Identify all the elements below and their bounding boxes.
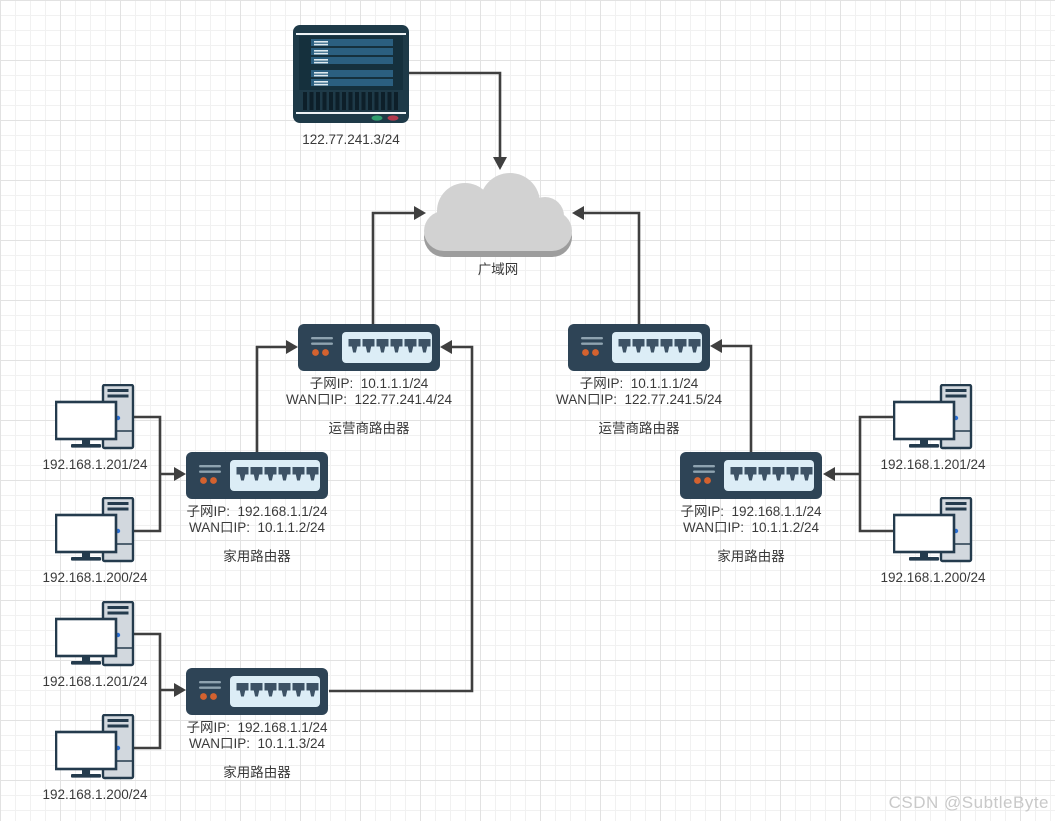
computer-ip-label: 192.168.1.200/24 (42, 787, 148, 802)
computer-icon (55, 384, 135, 450)
router-name: 家用路由器 (223, 765, 291, 780)
router-wan-ip: WAN口IP: 10.1.1.2/24 (682, 520, 820, 535)
isp-router-left-node: 子网IP: 10.1.1.1/24 WAN口IP: 122.77.241.4/2… (254, 324, 484, 437)
router-icon (298, 324, 440, 371)
router-name: 家用路由器 (717, 549, 785, 564)
computer-node: 192.168.1.200/24 (35, 497, 155, 586)
computer-ip-label: 192.168.1.200/24 (880, 570, 986, 585)
router-subnet-ip: 子网IP: 192.168.1.1/24 (186, 720, 328, 735)
link-ispright-cloud (583, 211, 641, 324)
computer-icon (55, 601, 135, 667)
router-subnet-ip: 子网IP: 192.168.1.1/24 (680, 504, 822, 519)
computer-node: 192.168.1.201/24 (35, 601, 155, 690)
csdn-watermark: CSDN @SubtleByte (888, 793, 1049, 812)
computer-ip-label: 192.168.1.201/24 (880, 457, 986, 472)
server-ip-label: 122.77.241.3/24 (302, 132, 400, 147)
router-icon (186, 668, 328, 715)
computer-ip-label: 192.168.1.201/24 (42, 674, 148, 689)
router-name: 运营商路由器 (328, 421, 410, 436)
server-node: 122.77.241.3/24 (287, 25, 415, 148)
router-icon (568, 324, 710, 371)
router-wan-ip: WAN口IP: 122.77.241.5/24 (555, 392, 723, 407)
computer-icon (893, 384, 973, 450)
link-server-cloud (407, 71, 502, 158)
router-name: 家用路由器 (223, 549, 291, 564)
router-wan-ip: WAN口IP: 10.1.1.3/24 (188, 736, 326, 751)
computer-node: 192.168.1.201/24 (873, 384, 993, 473)
home-router-bottom-node: 子网IP: 192.168.1.1/24 WAN口IP: 10.1.1.3/24… (142, 668, 372, 781)
router-wan-ip: WAN口IP: 122.77.241.4/24 (285, 392, 453, 407)
router-wan-ip: WAN口IP: 10.1.1.2/24 (188, 520, 326, 535)
router-icon (186, 452, 328, 499)
link-ispleft-cloud (371, 211, 415, 324)
wan-label: 广域网 (477, 262, 519, 277)
computer-icon (893, 497, 973, 563)
router-icon (680, 452, 822, 499)
computer-icon (55, 497, 135, 563)
home-router-left-node: 子网IP: 192.168.1.1/24 WAN口IP: 10.1.1.2/24… (142, 452, 372, 565)
computer-icon (55, 714, 135, 780)
cloud-icon (424, 173, 572, 257)
computer-node: 192.168.1.200/24 (35, 714, 155, 803)
computer-ip-label: 192.168.1.200/24 (42, 570, 148, 585)
arrowhead (493, 157, 507, 170)
wan-cloud-node: 广域网 (415, 171, 581, 278)
home-router-right-node: 子网IP: 192.168.1.1/24 WAN口IP: 10.1.1.2/24… (636, 452, 866, 565)
computer-node: 192.168.1.200/24 (873, 497, 993, 586)
computer-ip-label: 192.168.1.201/24 (42, 457, 148, 472)
server-icon (293, 25, 409, 123)
router-name: 运营商路由器 (598, 421, 680, 436)
isp-router-right-node: 子网IP: 10.1.1.1/24 WAN口IP: 122.77.241.5/2… (524, 324, 754, 437)
router-subnet-ip: 子网IP: 10.1.1.1/24 (579, 376, 699, 391)
computer-node: 192.168.1.201/24 (35, 384, 155, 473)
router-subnet-ip: 子网IP: 192.168.1.1/24 (186, 504, 328, 519)
router-subnet-ip: 子网IP: 10.1.1.1/24 (309, 376, 429, 391)
